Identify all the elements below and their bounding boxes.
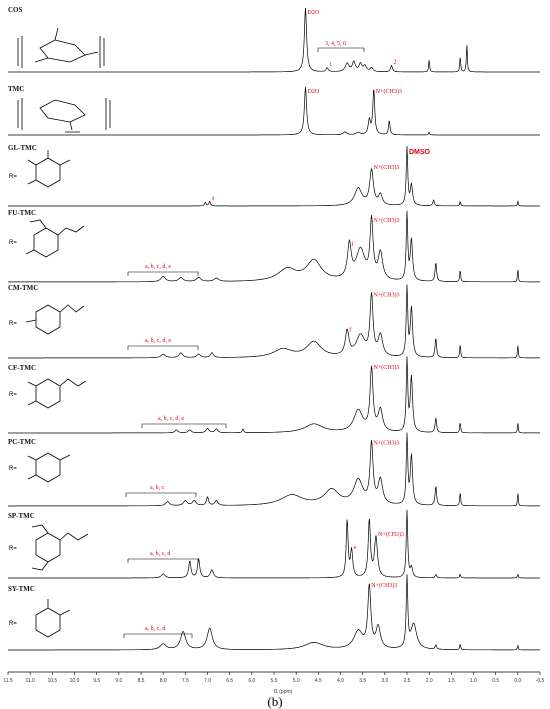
spectrum-cf-tmc	[8, 356, 540, 434]
peak-label: N+(CH3)3	[378, 531, 404, 538]
sy-bracket: a, b, c, d	[123, 626, 193, 638]
label-pc-tmc: PC-TMC	[8, 438, 36, 446]
structure-cos	[17, 27, 105, 68]
cos-bracket-label: 3, 4, 5, 6	[325, 41, 346, 47]
spectrum-fu-tmc	[8, 210, 540, 283]
r-label-pc: R=	[9, 466, 17, 472]
cm-bracket: a, b, c, d, e	[127, 338, 199, 350]
peak-label: D2O	[308, 10, 320, 16]
x-tick-label: 8.5	[138, 678, 145, 684]
spectrum-cm-tmc	[8, 284, 540, 359]
structure-fu	[25, 219, 85, 258]
x-tick-label: 10.0	[70, 678, 80, 684]
structure-cm	[25, 304, 85, 335]
x-tick-label: 0.5	[492, 678, 499, 684]
pc-bracket-label: a, b, c	[150, 485, 165, 491]
fu-bracket-label: a, b, c, d, e	[145, 264, 171, 270]
x-tick-label: 3.5	[359, 678, 366, 684]
spectrum-sp-tmc	[8, 509, 540, 579]
peak-label: 2	[394, 60, 397, 66]
spectrum-pc-tmc	[8, 432, 540, 507]
peak-label: N+(CH3)3	[374, 164, 400, 171]
peak-label: 1	[329, 62, 332, 68]
x-axis: 11.5 11.0 10.5 10.0 9.5 9.0 8.5 8.0 7.5 7.0 6.5 6.0…	[3, 671, 545, 684]
x-tick-label: 8.0	[160, 678, 167, 684]
fu-bracket: a, b, c, d, e	[127, 264, 199, 276]
cf-bracket-label: a, b, c, d, e	[158, 416, 184, 422]
cos-bracket: 3, 4, 5, 6	[317, 41, 365, 52]
x-tick-label: 1.0	[470, 678, 477, 684]
label-cf-tmc: CF-TMC	[8, 364, 36, 372]
r-label-sy: R=	[9, 621, 17, 627]
structure-tmc	[17, 98, 111, 133]
label-sy-tmc: SY-TMC	[8, 585, 35, 593]
x-tick-label: 1.5	[448, 678, 455, 684]
structure-sy	[35, 599, 71, 638]
label-cm-tmc: CM-TMC	[8, 284, 38, 292]
r-label-fu: R=	[9, 240, 17, 246]
x-tick-label: 11.0	[25, 678, 35, 684]
sp-bracket: a, b, c, d	[127, 551, 199, 563]
label-sp-tmc: SP-TMC	[8, 512, 35, 520]
spectrum-cos	[8, 7, 540, 73]
x-tick-label: 6.0	[248, 678, 255, 684]
spectrum-tmc	[8, 86, 540, 136]
r-label-cm: R=	[9, 321, 17, 327]
x-tick-label: 9.0	[115, 678, 122, 684]
spectrum-gl-tmc	[8, 145, 540, 207]
cm-bracket-label: a, b, c, d, e	[145, 338, 171, 344]
x-tick-label: 11.5	[3, 678, 13, 684]
r-label-sp: R=	[9, 546, 17, 552]
structure-pc	[27, 452, 71, 483]
peak-label: N+(CH3)3	[374, 440, 400, 447]
peak-label: D2O	[308, 89, 320, 95]
peak-label: N+(CH3)3	[374, 364, 400, 371]
sp-bracket-label: a, b, c, d	[150, 551, 170, 557]
x-tick-label: 5.5	[271, 678, 278, 684]
peak-label: N+(CH3)3	[374, 292, 400, 299]
spectrum-sy-tmc	[8, 574, 540, 651]
peak-label: f	[349, 327, 351, 334]
peak-label: f	[351, 241, 353, 248]
x-tick-label: 4.5	[315, 678, 322, 684]
x-tick-label: 3.0	[381, 678, 388, 684]
x-tick-label: 6.5	[226, 678, 233, 684]
x-tick-label: 4.0	[337, 678, 344, 684]
x-tick-label: 7.0	[204, 678, 211, 684]
peak-label: DMSO	[409, 149, 431, 156]
structure-gl	[27, 150, 71, 188]
peak-label: N+(CH3)3	[376, 88, 402, 95]
structure-sp	[31, 524, 89, 571]
x-tick-label: 2.0	[426, 678, 433, 684]
r-label-cf: R=	[9, 392, 17, 398]
sy-bracket-label: a, b, c, d	[145, 626, 165, 632]
x-tick-label: 0.0	[514, 678, 521, 684]
r-label-gl: R=	[9, 174, 17, 180]
peak-label: N+(CH3)3	[374, 217, 400, 224]
cf-bracket: a, b, c, d, e	[141, 416, 227, 428]
peak-label: e	[354, 545, 357, 551]
x-tick-label: 5.0	[293, 678, 300, 684]
pc-bracket: a, b, c	[125, 485, 197, 497]
structure-cf	[27, 378, 87, 409]
x-tick-label: 2.5	[404, 678, 411, 684]
peak-label: N+(CH3)3	[371, 582, 397, 589]
x-axis-label: f1 (ppm)	[274, 689, 293, 695]
peak-label: a	[212, 195, 215, 201]
panel-label: (b)	[267, 694, 282, 709]
x-tick-label: -0.5	[536, 678, 545, 684]
label-gl-tmc: GL-TMC	[8, 144, 37, 152]
x-tick-label: 7.5	[182, 678, 189, 684]
x-tick-label: 10.5	[47, 678, 57, 684]
label-fu-tmc: FU-TMC	[8, 209, 36, 217]
label-tmc: TMC	[8, 85, 24, 93]
x-tick-label: 9.5	[93, 678, 100, 684]
label-cos: COS	[8, 6, 23, 14]
